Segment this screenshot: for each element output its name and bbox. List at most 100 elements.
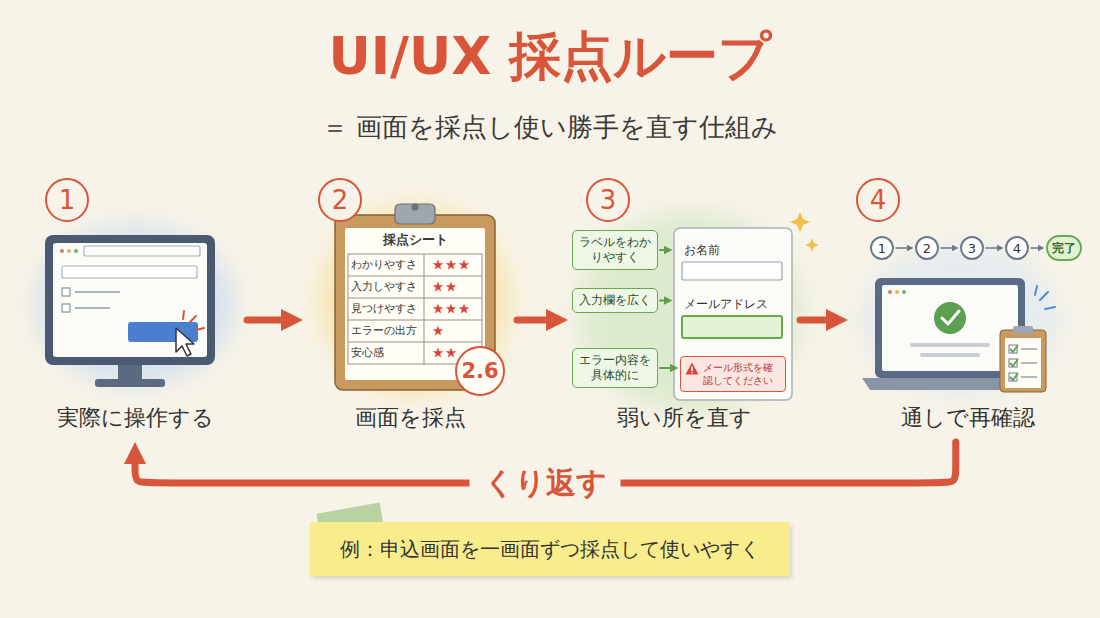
- field-label: お名前: [684, 242, 720, 258]
- monitor-illustration: [75, 291, 120, 293]
- rating-stars: [433, 304, 443, 314]
- error-message: メール形式を確認してください: [680, 356, 786, 392]
- checklist-illustration: [1009, 373, 1017, 381]
- checklist-illustration: [1035, 286, 1037, 295]
- step-label: 実際に操作する: [25, 404, 245, 432]
- laptop-illustration: [902, 290, 906, 294]
- sparkle: [790, 212, 819, 252]
- example-note: 例：申込画面を一画面ずつ採点して使いやすく: [310, 522, 790, 576]
- step-panel: 採点シートわかりやすさ入力しやすさ見つけやすさエラーの出方安心感2.62画面を採…: [305, 178, 515, 440]
- form-screen: メール形式を確認してください お名前メールアドレス: [674, 228, 792, 400]
- rating-stars: [433, 260, 469, 358]
- edge-label: くり返す: [470, 465, 621, 501]
- clipboard-illustration: [348, 254, 482, 364]
- rating-stars: [446, 260, 456, 270]
- field-label: メールアドレス: [684, 296, 768, 312]
- laptop-illustration: [934, 302, 966, 334]
- hint-arrow: [660, 300, 668, 302]
- progress-arrow: [986, 247, 1000, 249]
- step-label: 画面を採点: [305, 404, 515, 432]
- monitor-illustration: [95, 379, 165, 387]
- progress-done: 完了: [1046, 235, 1082, 261]
- monitor-illustration: [84, 246, 200, 256]
- laptop-illustration: [895, 290, 899, 294]
- progress-step: 2: [915, 236, 939, 260]
- monitor-illustration: [45, 235, 215, 387]
- progress-number: 4: [1013, 242, 1021, 255]
- flow-arrow: [517, 317, 557, 324]
- checklist-illustration: [1040, 292, 1048, 300]
- clipboard-illustration: [395, 204, 435, 224]
- rating-stars: [459, 260, 469, 270]
- criterion-cell: 安心感: [351, 346, 384, 360]
- step-number: 2: [318, 178, 362, 222]
- score-value: 2.6: [461, 361, 498, 382]
- clipboard-illustration: [412, 204, 419, 211]
- monitor-illustration: [118, 365, 142, 379]
- step-label: 通しで再確認: [850, 404, 1085, 432]
- checklist-illustration: [1005, 338, 1041, 388]
- score-badge: 2.6: [455, 346, 505, 396]
- monitor-illustration: [53, 243, 207, 357]
- rating-stars: [459, 304, 469, 314]
- form-illustration: [682, 316, 782, 338]
- callout-text: ラベルをわかりやすく: [578, 235, 652, 265]
- monitor-illustration: [196, 328, 204, 330]
- rating-stars: [433, 282, 443, 292]
- criterion-cell: わかりやすさ: [351, 258, 417, 272]
- checklist-illustration: [1013, 326, 1033, 334]
- rating-stars: [433, 260, 443, 270]
- checklist-illustration: [1009, 359, 1017, 367]
- fix-callout: エラー内容を具体的に: [572, 348, 658, 388]
- step-panel: ラベルをわかりやすく入力欄を広くエラー内容を具体的にメール形式を確認してください…: [570, 178, 798, 440]
- laptop-illustration: [888, 290, 892, 294]
- criterion-cell: エラーの出方: [351, 324, 417, 338]
- progress-number: 1: [878, 242, 886, 255]
- callout-text: エラー内容を具体的に: [578, 353, 652, 383]
- monitor-illustration: [45, 235, 215, 365]
- progress-number: 3: [968, 242, 976, 255]
- form-illustration: [682, 262, 782, 280]
- step-number: 4: [856, 178, 900, 222]
- color-wash: [320, 205, 510, 395]
- rating-stars: [446, 304, 456, 314]
- step-number: 3: [586, 178, 630, 222]
- clipboard-illustration: [348, 276, 482, 277]
- checklist-illustration: [1009, 345, 1017, 353]
- callout-text: 入力欄を広く: [578, 293, 652, 308]
- rating-stars: [433, 326, 443, 336]
- flow-arrow: [800, 317, 837, 324]
- note-text: 例：申込画面を一画面ずつ採点して使いやすく: [330, 536, 770, 562]
- checklist-illustration: [1021, 362, 1037, 364]
- checklist-illustration: [1045, 307, 1055, 309]
- checklist-illustration: [1000, 286, 1055, 392]
- clipboard-illustration: [348, 342, 482, 343]
- monitor-illustration: [176, 328, 194, 356]
- checklist-illustration: [1010, 373, 1018, 380]
- subtitle: ＝ 画面を採点し使い勝手を直す仕組み: [0, 110, 1100, 144]
- checklist-illustration: [1010, 359, 1018, 366]
- progress-arrow: [941, 247, 955, 249]
- clipboard-illustration: [348, 298, 482, 299]
- laptop-illustration: [942, 311, 959, 324]
- checklist-illustration: [1000, 330, 1046, 392]
- progress-done-text: 完了: [1052, 242, 1076, 254]
- step-panel: 1 2 3 4 完了 4 通しで再確認: [850, 178, 1085, 440]
- progress-step: 4: [1005, 236, 1029, 260]
- progress-step: 1: [870, 236, 894, 260]
- hint-arrow: [660, 249, 668, 251]
- checklist-illustration: [1010, 345, 1018, 352]
- clipboard-illustration: [348, 320, 482, 321]
- step-panel: 1実際に操作する: [25, 178, 245, 440]
- checklist-illustration: [1021, 348, 1037, 350]
- progress-number: 2: [923, 242, 931, 255]
- laptop-illustration: [882, 285, 1018, 371]
- monitor-illustration: [183, 311, 184, 319]
- monitor-illustration: [60, 249, 64, 253]
- sparkle: [790, 212, 810, 232]
- color-wash: [35, 205, 1060, 412]
- error-text: メール形式を確認してください: [703, 361, 781, 387]
